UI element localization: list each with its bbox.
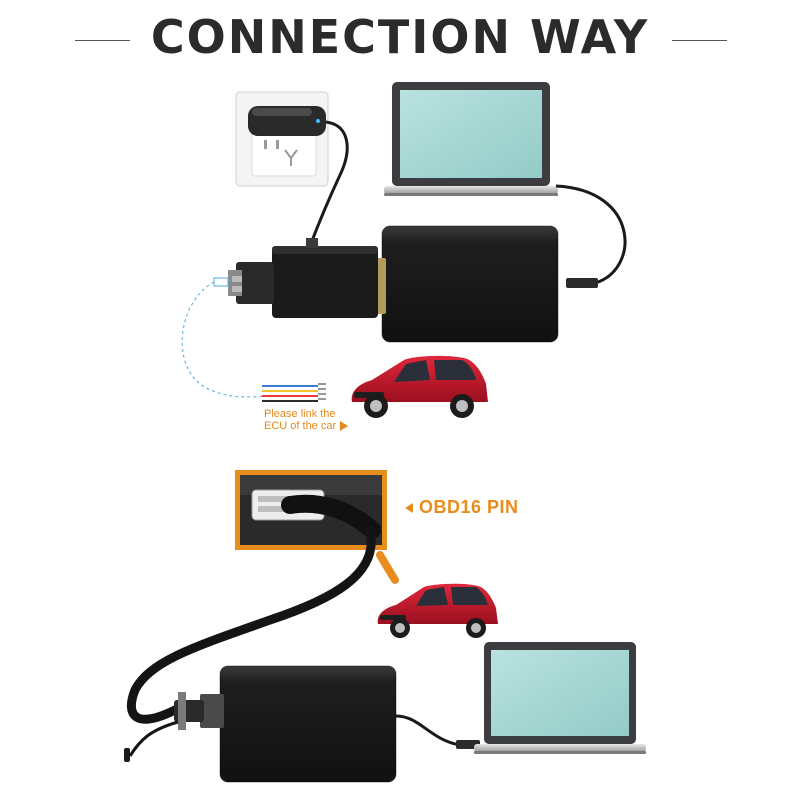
obd-cable-tail [130,722,178,756]
power-adapter-icon [248,106,326,136]
arrow-left-icon [405,503,413,513]
usb-plug-top [566,278,598,288]
ecu-note-line1: Please link the [264,408,336,420]
programmer-device-top [376,226,558,342]
db15-connector-icon [214,262,274,304]
arrow-right-icon [340,421,348,431]
programmer-device-bottom [174,666,396,782]
usb-cable-bottom [396,716,460,745]
flying-leads-icon [262,384,326,401]
car-icon-bottom [378,584,498,638]
obd-pin-text: OBD16 PIN [419,497,519,517]
callout-line [380,555,395,580]
obd-port-photo [235,470,387,550]
ecu-note-line2: ECU of the car [264,420,336,432]
ecu-adapter-box [272,238,378,318]
usb-cable-top [556,186,625,283]
obd-pin-label: OBD16 PIN [405,497,519,518]
laptop-icon-bottom [474,642,646,754]
cable-tip [124,748,130,762]
ecu-link-note: Please link the ECU of the car [264,408,374,432]
laptop-icon [384,82,558,196]
